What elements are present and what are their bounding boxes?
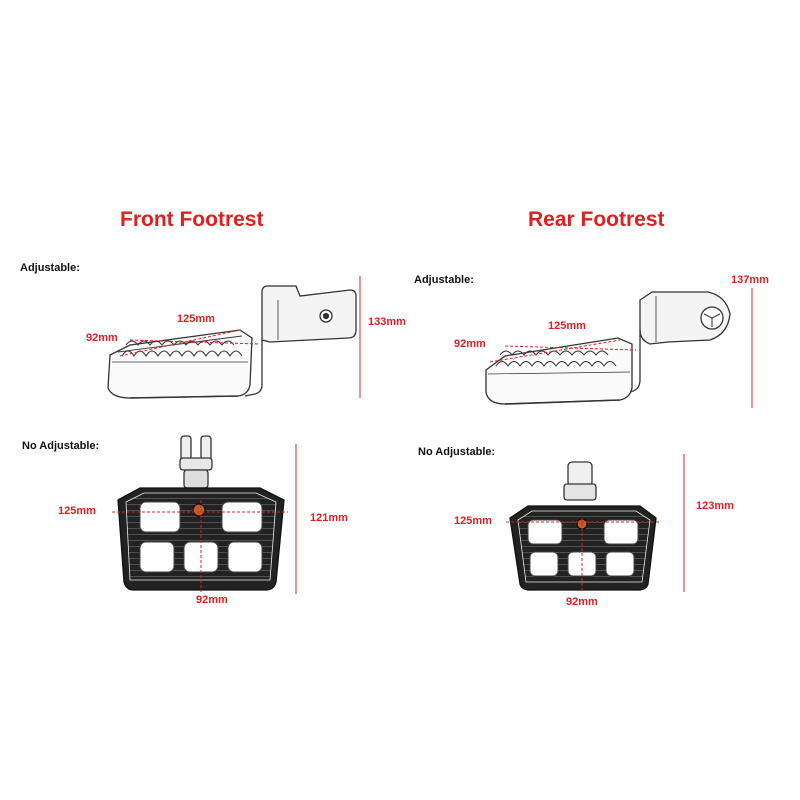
rear-fixed-height: 123mm (696, 500, 734, 512)
rear-fixed-label: No Adjustable: (418, 446, 496, 458)
rear-fixed-width: 92mm (566, 596, 598, 608)
front-fixed-footrest-drawing (117, 435, 285, 591)
rear-adjustable-height: 137mm (731, 274, 769, 286)
front-adjustable-footrest-drawing (107, 285, 357, 399)
rear-adjustable-footrest-drawing (485, 291, 731, 405)
front-fixed-label: No Adjustable: (22, 440, 100, 452)
front-adjustable-label: Adjustable: (20, 262, 80, 274)
front-fixed-height: 121mm (310, 512, 348, 524)
front-fixed-width: 92mm (196, 594, 228, 606)
rear-fixed-footrest-drawing (509, 461, 657, 591)
front-adjustable-width: 92mm (86, 332, 118, 344)
rear-footrest-title: Rear Footrest (528, 208, 665, 231)
rear-adjustable-width: 92mm (454, 338, 486, 350)
front-footrest-title: Front Footrest (120, 208, 264, 231)
rear-adjustable-length: 125mm (548, 320, 586, 332)
front-adjustable-length: 125mm (177, 313, 215, 325)
rear-adjustable-label: Adjustable: (414, 274, 474, 286)
front-fixed-length: 125mm (58, 505, 96, 517)
front-adjustable-height: 133mm (368, 316, 406, 328)
rear-fixed-length: 125mm (454, 515, 492, 527)
